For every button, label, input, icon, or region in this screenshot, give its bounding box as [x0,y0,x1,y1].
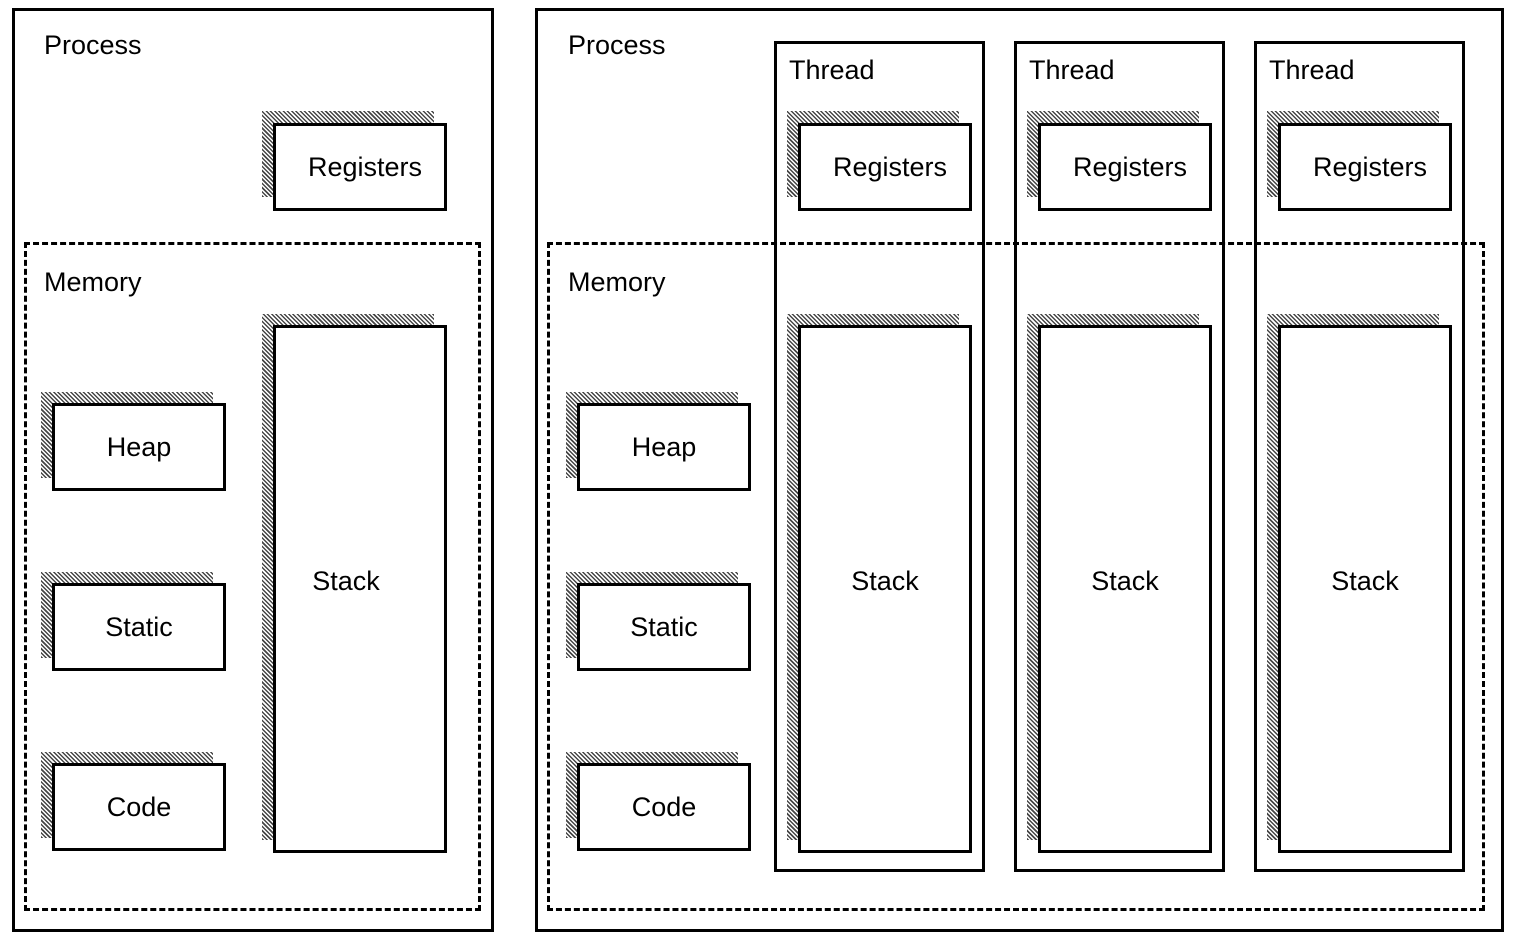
left-memory [24,242,481,911]
left-process-label: Process [44,30,142,60]
right-memory-label: Memory [568,267,666,297]
left-static-box: Static [52,583,226,671]
right-heap-box: Heap [577,403,751,491]
right-heap-label: Heap [631,431,697,462]
left-code-box: Code [52,763,226,851]
left-memory-label: Memory [44,267,142,297]
thread-3 [1254,41,1465,872]
thread-1-stack-label: Stack [851,565,919,596]
left-stack-box: Stack [273,325,447,853]
left-stack-label: Stack [312,565,380,596]
thread-3-registers-box: Registers [1278,123,1452,211]
thread-1-registers-label: Registers [832,151,948,182]
thread-1 [774,41,985,872]
left-static-label: Static [105,611,173,642]
thread-3-registers-label: Registers [1312,151,1428,182]
right-code-box: Code [577,763,751,851]
right-process-label: Process [568,30,666,60]
thread-3-label: Thread [1269,55,1355,85]
left-registers-box: Registers [273,123,447,211]
thread-2-registers-box: Registers [1038,123,1212,211]
left-heap-label: Heap [106,431,172,462]
thread-3-stack-label: Stack [1331,565,1399,596]
thread-2-stack-box: Stack [1038,325,1212,853]
left-heap-box: Heap [52,403,226,491]
left-registers-label: Registers [307,151,423,182]
right-static-label: Static [630,611,698,642]
thread-2-label: Thread [1029,55,1115,85]
thread-2-stack-label: Stack [1091,565,1159,596]
thread-1-label: Thread [789,55,875,85]
right-code-label: Code [631,791,697,822]
thread-3-stack-box: Stack [1278,325,1452,853]
thread-1-registers-box: Registers [798,123,972,211]
right-static-box: Static [577,583,751,671]
thread-1-stack-box: Stack [798,325,972,853]
thread-2-registers-label: Registers [1072,151,1188,182]
left-code-label: Code [106,791,172,822]
thread-2 [1014,41,1225,872]
